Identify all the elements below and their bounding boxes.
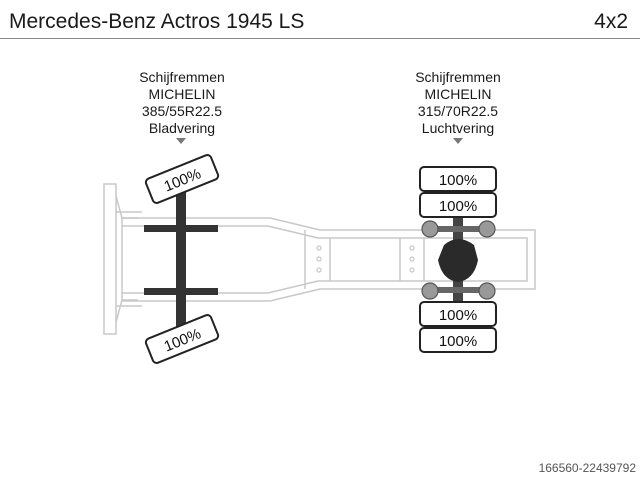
front-axle-tire-size: 385/55R22.5 <box>141 103 223 119</box>
rear-axle <box>421 190 496 330</box>
vehicle-title: Mercedes-Benz Actros 1945 LS <box>9 10 305 33</box>
rear-axle-suspension: Luchtvering <box>421 120 495 136</box>
front-axle-pointer <box>176 138 186 144</box>
differential <box>438 239 478 282</box>
header-divider <box>0 38 640 39</box>
front-axle-info: Schijfremmen MICHELIN 385/55R22.5 Bladve… <box>102 69 262 137</box>
rear-axle-pointer <box>453 138 463 144</box>
rear-tire-left-outer-label: 100% <box>439 172 477 189</box>
front-axle-suspension: Bladvering <box>148 120 216 136</box>
rear-axle-tire-size: 315/70R22.5 <box>417 103 499 119</box>
front-tire-right: 100% <box>144 314 220 364</box>
reference-number: 166560-22439792 <box>538 461 636 475</box>
rear-tire-right-outer: 100% <box>419 327 497 353</box>
rear-tire-right-outer-label: 100% <box>439 333 477 350</box>
front-axle-brake: Schijfremmen <box>139 69 225 85</box>
rear-axle-tire-brand: MICHELIN <box>424 86 492 102</box>
rear-tire-right-inner-label: 100% <box>439 307 477 324</box>
axle-configuration: 4x2 <box>594 10 628 33</box>
rear-tire-left-inner: 100% <box>419 192 497 218</box>
frame-holes <box>316 245 415 273</box>
rear-tire-left-outer: 100% <box>419 166 497 192</box>
front-axle <box>144 190 218 330</box>
rear-tire-left-inner-label: 100% <box>439 198 477 215</box>
cab-outline <box>103 183 142 335</box>
front-axle-tire-brand: MICHELIN <box>148 86 216 102</box>
chassis-frame <box>121 217 536 302</box>
rear-axle-info: Schijfremmen MICHELIN 315/70R22.5 Luchtv… <box>378 69 538 137</box>
rear-axle-brake: Schijfremmen <box>415 69 501 85</box>
rear-tire-right-inner: 100% <box>419 301 497 327</box>
